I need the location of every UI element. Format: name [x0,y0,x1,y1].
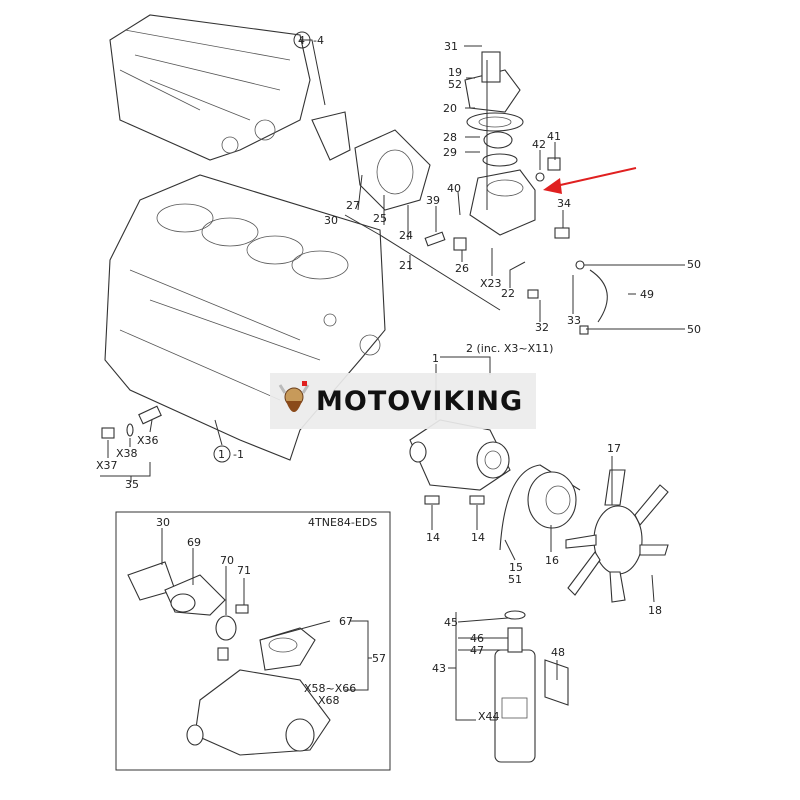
part-callout-x37: X37 [96,459,118,472]
part-callout-x23: X23 [480,277,502,290]
part-callout-14: 14 [471,531,485,544]
circled-block-number [213,445,231,463]
part-callout-35: 35 [125,478,139,491]
part-callout-69: 69 [187,536,201,549]
part-callout-67: 67 [339,615,353,628]
watermark: MOTOVIKING [270,373,536,429]
water-pump [409,419,511,505]
inset-frame [115,511,391,771]
part-callout-21: 21 [399,259,413,272]
head-callout-suffix: -4 [313,34,324,47]
part-callout-48: 48 [551,646,565,659]
part-callout-x44: X44 [478,710,500,723]
viking-logo-icon [278,381,310,412]
part-callout-50: 50 [687,323,701,336]
part-callout-32: 32 [535,321,549,334]
part-callout-29: 29 [443,146,457,159]
part-callout-17: 17 [607,442,621,455]
gasket-30 [311,111,351,161]
part-callout-18: 18 [648,604,662,617]
part-callout-33: 33 [567,314,581,327]
part-callout-31: 31 [444,40,458,53]
part-callout-70: 70 [220,554,234,567]
part-callout-x36: X36 [137,434,159,447]
part-callout-57: 57 [372,652,386,665]
part-callout-28: 28 [443,131,457,144]
v-belt-and-pulley [499,464,581,551]
part-callout-71: 71 [237,564,251,577]
part-callout-19: 19 [448,66,462,79]
part-callout-x68: X68 [318,694,340,707]
part-callout-46: 46 [470,632,484,645]
part-callout-1: 1 [432,352,439,365]
inset-water-pump [127,561,331,756]
part-callout-26: 26 [455,262,469,275]
part-callout-30: 30 [324,214,338,227]
bolts-and-fittings [424,227,608,335]
head-callout: 4 [298,34,305,47]
part-callout-41: 41 [547,130,561,143]
part-callout-24: 24 [399,229,413,242]
part-callout-25: 25 [373,212,387,225]
part-callout-16: 16 [545,554,559,567]
cooling-fan [565,469,669,603]
part-callout-30: 30 [156,516,170,529]
part-callout-39: 39 [426,194,440,207]
part-callout-27: 27 [346,199,360,212]
part-callout-51: 51 [508,573,522,586]
inset-title: 4TNE84-EDS [308,516,377,529]
part-callout-50: 50 [687,258,701,271]
part-callout-49: 49 [640,288,654,301]
block-callout: 1 [218,448,225,461]
part-callout-42: 42 [532,138,546,151]
part-callout-x38: X38 [116,447,138,460]
part-callout-45: 45 [444,616,458,629]
part-callout-40: 40 [447,182,461,195]
part-callout-34: 34 [557,197,571,210]
block-callout-suffix: -1 [233,448,244,461]
red-arrow-indicator [543,167,637,194]
fuel-filter [494,610,569,763]
part-callout-15: 15 [509,561,523,574]
part-callout-43: 43 [432,662,446,675]
part-callout-47: 47 [470,644,484,657]
part-callout-52: 52 [448,78,462,91]
cylinder-head [109,14,311,161]
circled-head-number [293,31,311,49]
leader-lines [100,39,685,721]
watermark-brand: MOTOVIKING [316,385,524,417]
part-callout-22: 22 [501,287,515,300]
part-callout-14: 14 [426,531,440,544]
thermostat-gasket-25 [354,129,431,211]
small-parts-left [101,405,162,439]
part-callout-20: 20 [443,102,457,115]
water-pump-assy-callout: 2 (inc. X3~X11) [466,342,553,355]
part-callout-x58-x66: X58~X66 [304,682,356,695]
